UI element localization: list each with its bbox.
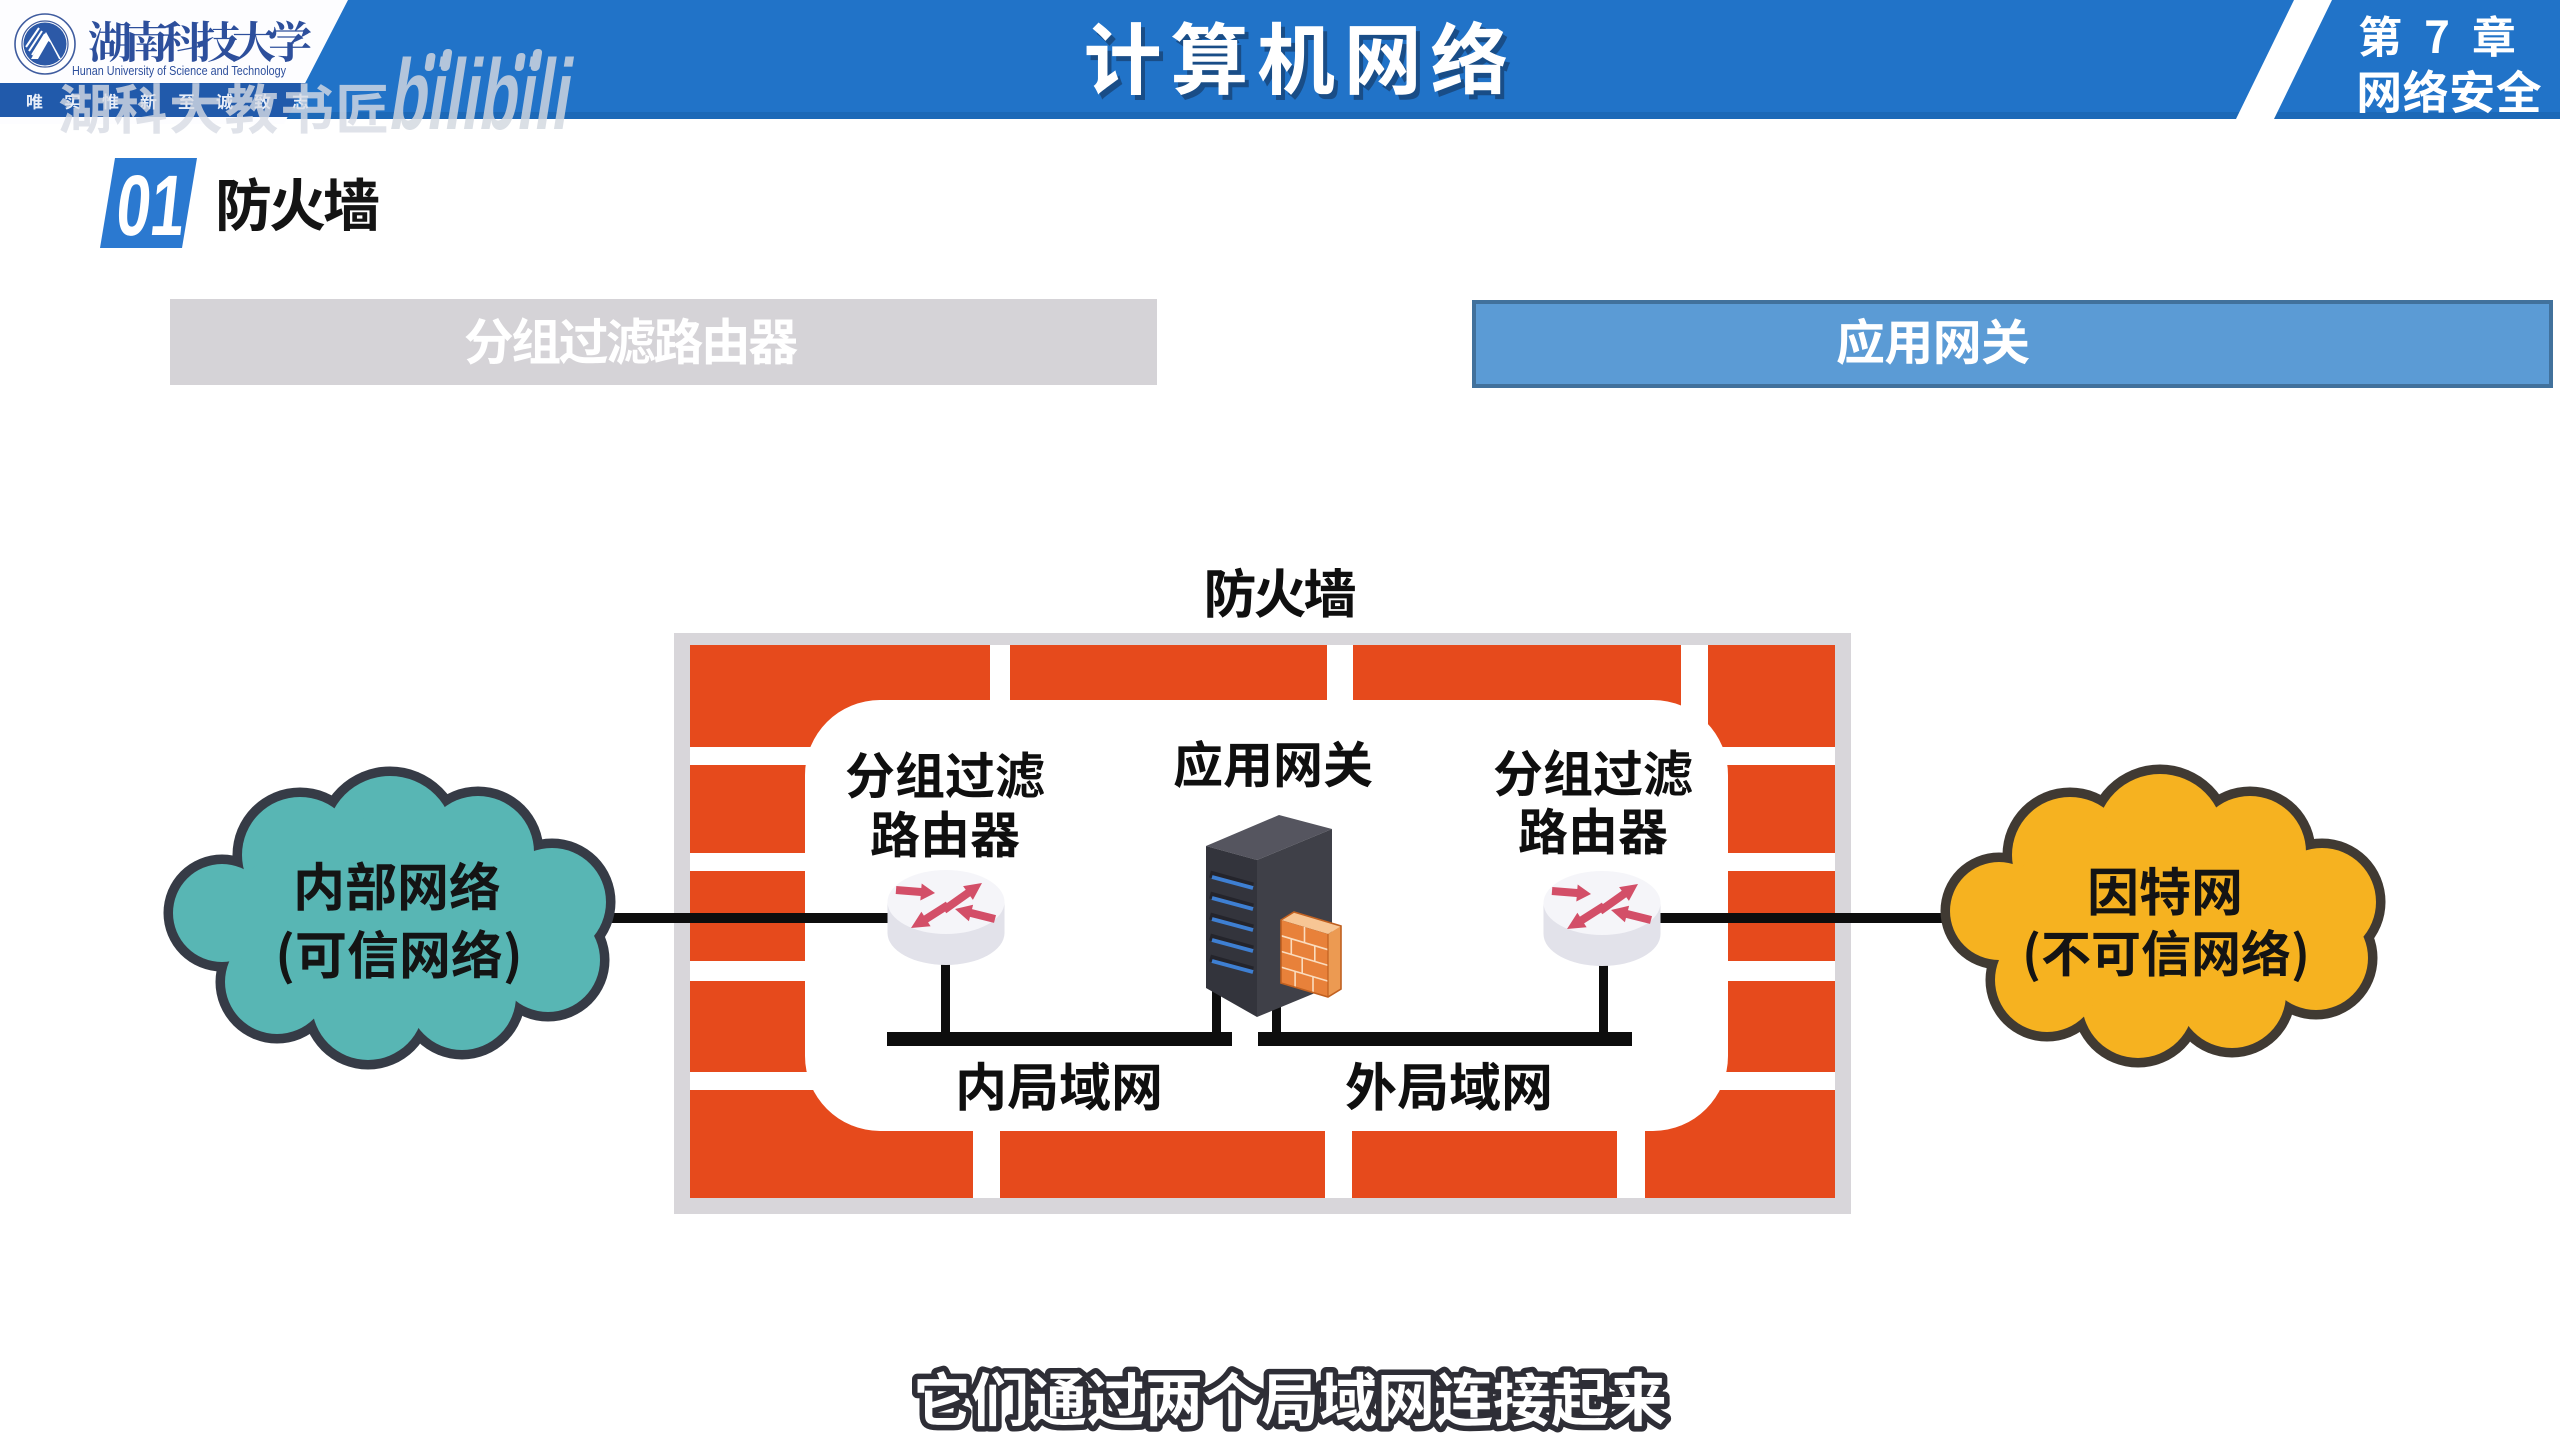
svg-text:bilibili: bilibili [384, 40, 582, 151]
svg-text:01: 01 [112, 158, 190, 254]
svg-text:Hunan University of Science an: Hunan University of Science and Technolo… [72, 64, 287, 78]
